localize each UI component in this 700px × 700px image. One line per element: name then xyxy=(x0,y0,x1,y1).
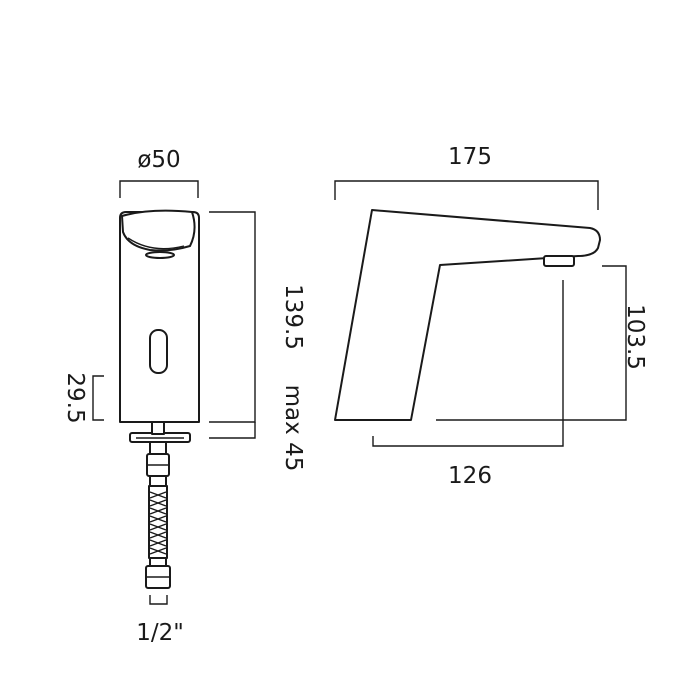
front-view: ø50 139.5 29.5 max 45 xyxy=(62,147,306,646)
diameter-label: ø50 xyxy=(137,147,180,173)
spout-height-label: 103.5 xyxy=(622,304,648,370)
height-dimension: 139.5 xyxy=(209,211,306,423)
reach-label: 126 xyxy=(448,463,492,489)
sensor-window xyxy=(149,329,168,374)
deck-thickness-dimension: max 45 xyxy=(209,385,306,472)
side-view: 175 103.5 126 xyxy=(334,144,648,489)
length-dimension: 175 xyxy=(334,144,599,210)
reach-dimension: 126 xyxy=(372,280,564,489)
length-label: 175 xyxy=(448,144,492,170)
connector-label: 1/2" xyxy=(136,620,184,646)
fixing-nut xyxy=(129,421,191,443)
diameter-dimension: ø50 xyxy=(119,147,199,198)
sensor-height-dimension: 29.5 xyxy=(62,372,104,424)
tap-body-front xyxy=(119,209,200,423)
sensor-height-label: 29.5 xyxy=(62,372,88,423)
flexible-connector xyxy=(145,441,171,589)
connector-dimension: 1/2" xyxy=(136,595,184,646)
deck-thickness-label: max 45 xyxy=(280,385,306,472)
tap-body-side xyxy=(334,209,601,421)
height-label: 139.5 xyxy=(280,284,306,350)
spout-height-dimension: 103.5 xyxy=(436,265,648,421)
